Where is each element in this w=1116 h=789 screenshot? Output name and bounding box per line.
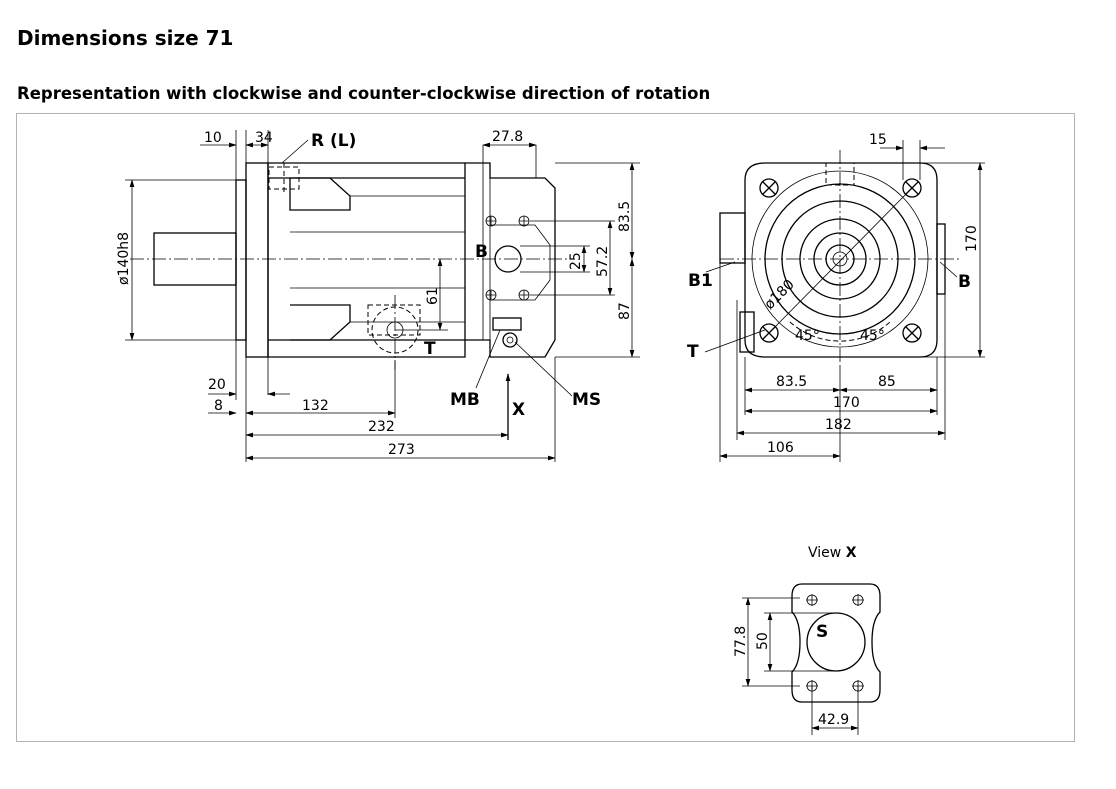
port-plate [465,162,556,358]
main-housing [267,162,466,358]
dim-10: 10 [204,130,222,146]
label-view-x-arrow: X [512,400,525,420]
dim-170-horizontal: 170 [833,395,860,411]
label-port-ms: MS [572,390,601,410]
dim-232: 232 [368,419,395,435]
label-port-t: T [424,339,436,359]
flange-collar [245,162,269,358]
dim-dia-140: ø140h8 [116,232,132,285]
page-title: Dimensions size 71 [17,26,234,50]
label-port-b: B [475,242,488,262]
view-x-title-prefix: View [808,545,841,561]
mounting-flange [235,179,247,341]
dim-61: 61 [425,287,441,305]
label-port-b1: B1 [688,271,713,291]
label-port-s: S [816,622,828,642]
figure-subtitle: Representation with clockwise and counte… [17,84,711,103]
dim-170-vertical: 170 [964,225,980,252]
dim-dia-180: ø180 [762,277,798,313]
bolt-holes [485,215,530,301]
label-port-t-front: T [687,342,699,362]
label-port-r-l: R (L) [311,131,356,151]
view-x-title-letter: X [846,545,857,561]
view-x-bolt-holes [806,594,864,692]
dim-85: 85 [878,374,896,390]
dim-34: 34 [255,130,273,146]
label-port-mb: MB [450,390,480,410]
dim-83-5: 83.5 [617,201,633,232]
label-port-b-front: B [958,272,971,292]
dim-106: 106 [767,440,794,456]
dim-273: 273 [388,442,415,458]
side-view: 10 34 R (L) 27.8 83.5 87 57.2 25 61 ø140… [116,129,640,462]
angle-45-right: 45° [860,328,885,344]
dim-20: 20 [208,377,226,393]
dim-8: 8 [214,398,223,414]
dim-87: 87 [617,302,633,320]
view-x-title: View X [808,545,857,561]
dim-132: 132 [302,398,329,414]
drawing-frame [16,113,1075,742]
front-view: ø180 45° 45° 15 170 B1 B T 83.5 85 170 1… [687,132,985,462]
dim-57-2: 57.2 [595,246,611,277]
dim-15: 15 [869,132,887,148]
dim-25: 25 [568,252,584,270]
dim-50: 50 [755,632,771,650]
dim-27-8: 27.8 [492,129,523,145]
dim-42-9: 42.9 [818,712,849,728]
view-x: View X S 77.8 50 42.9 [733,545,881,735]
dim-77-8: 77.8 [733,626,749,657]
port-ms [502,332,518,348]
view-x-plate [791,583,881,703]
dim-83-5-front: 83.5 [776,374,807,390]
dim-182: 182 [825,417,852,433]
angle-45-left: 45° [795,328,820,344]
